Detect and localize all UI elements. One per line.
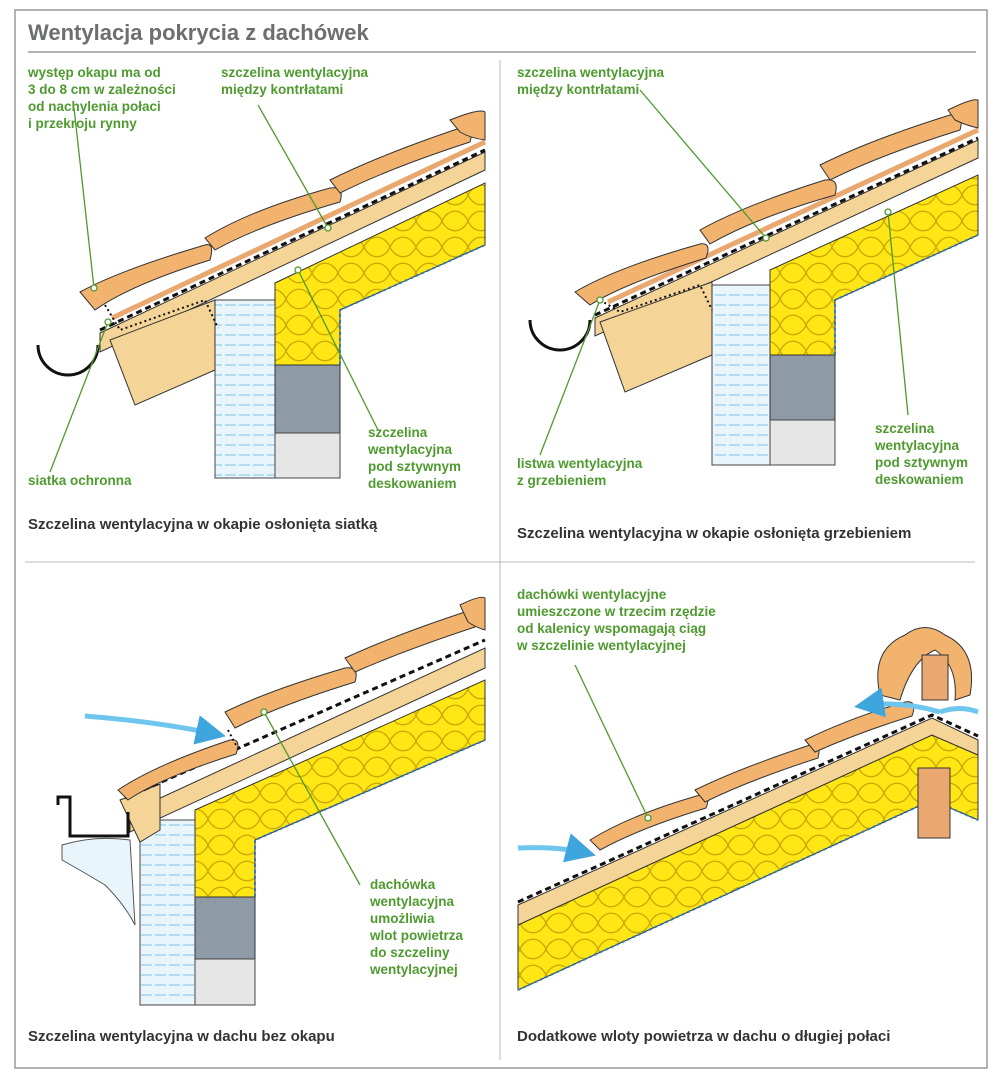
label-protective-mesh: siatka ochronna — [28, 473, 132, 488]
label-vent-tile: dachówka wentylacyjna umożliwia wlot pow… — [370, 877, 464, 977]
outer-frame — [14, 9, 988, 1069]
panel-4-drawing — [517, 627, 979, 991]
caption-panel-1: Szczelina wentylacyjna w okapie osłonięt… — [28, 516, 378, 533]
panel-2-drawing — [528, 89, 980, 466]
label-vent-tiles-third-row: dachówki wentylacyjne umieszczone w trze… — [517, 587, 716, 653]
page-title: Wentylacja pokrycia z dachówek — [28, 20, 369, 45]
label-comb-strip: listwa wentylacyjna z grzebieniem — [517, 456, 643, 488]
label-gap-under-decking: szczelina wentylacyjna pod sztywnym desk… — [368, 425, 462, 491]
panel-1-drawing — [36, 104, 487, 479]
label-gap-under-decking-2: szczelina wentylacyjna pod sztywnym desk… — [875, 421, 969, 487]
caption-panel-3: Szczelina wentylacyjna w dachu bez okapu — [28, 1028, 335, 1045]
panel-3-drawing — [56, 596, 486, 1006]
caption-panel-2: Szczelina wentylacyjna w okapie osłonięt… — [517, 525, 912, 542]
label-eave-overhang: występ okapu ma od 3 do 8 cm w zależnośc… — [28, 65, 176, 131]
caption-panel-4: Dodatkowe wloty powietrza w dachu o dług… — [517, 1028, 891, 1045]
label-counterbatten-gap: szczelina wentylacyjna między kontrłatam… — [221, 65, 369, 97]
label-counterbatten-gap-2: szczelina wentylacyjna między kontrłatam… — [517, 65, 665, 97]
